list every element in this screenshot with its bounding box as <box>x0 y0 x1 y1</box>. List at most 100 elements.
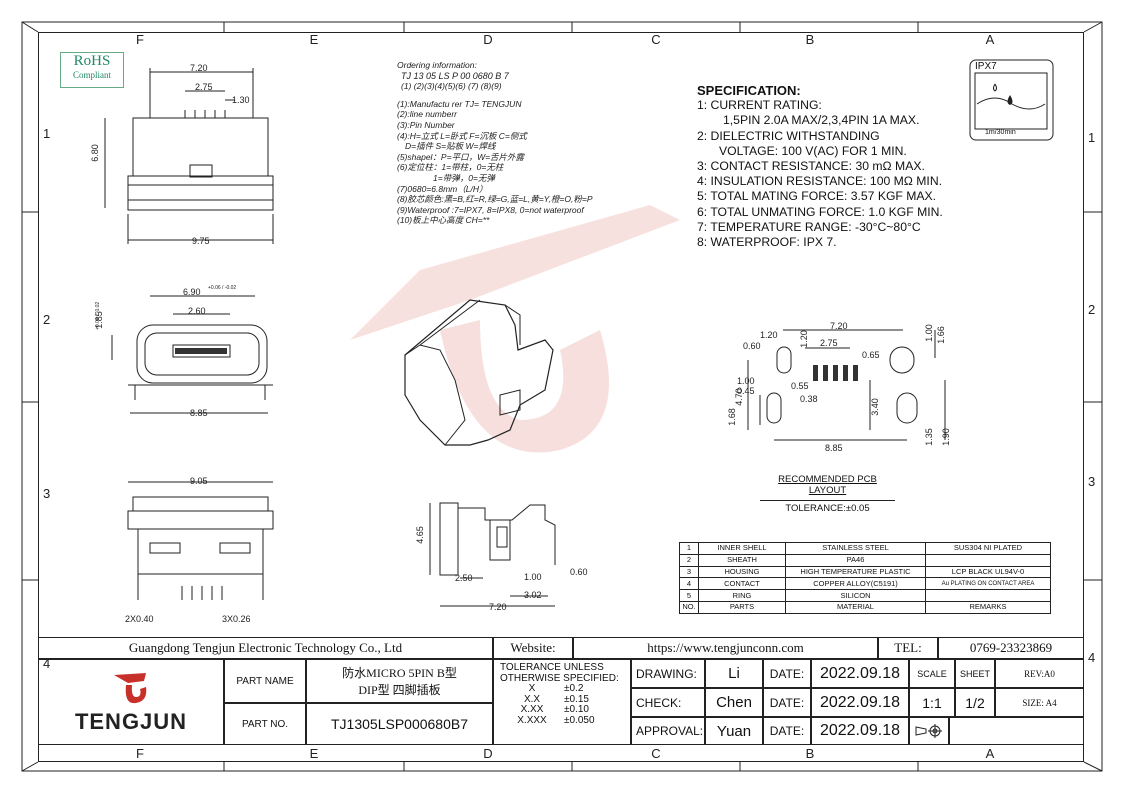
zone-top-b: B <box>805 32 815 47</box>
zone-top-f: F <box>136 32 144 47</box>
table-row: 5 RING SILICON <box>679 589 1051 602</box>
table-row: 1 INNER SHELL STAINLESS STEEL SUS304 NI … <box>679 542 1051 555</box>
paper-size: SIZE: A4 <box>995 688 1084 717</box>
projection-symbol <box>909 717 949 745</box>
dim-260: 2.60 <box>188 306 206 316</box>
dim-720-top: 7.20 <box>190 63 208 73</box>
ordering-line: (6)定位柱：1=带柱，0=无柱 <box>397 162 504 173</box>
check-label: CHECK: <box>631 688 705 717</box>
company-name: Guangdong Tengjun Electronic Technology … <box>38 637 493 659</box>
ordering-spacer <box>397 92 687 99</box>
dim-2x040: 2X0.40 <box>125 614 154 624</box>
zone-left-1: 1 <box>43 126 51 141</box>
tol-row: X.XXX ±0.050 <box>500 714 595 727</box>
tol-row: X±0.2 <box>500 683 584 695</box>
pcb-dim-190: 1.90 <box>940 428 951 446</box>
mat-no: 3 <box>679 565 699 579</box>
pcb-dim-470: 4.70 <box>733 388 744 406</box>
mat-material: STAINLESS STEEL <box>785 542 926 555</box>
tolerance-block: TOLERANCE UNLESS OTHERWISE SPECIFIED: X±… <box>493 659 631 745</box>
part-name-line1: 防水MICRO 5PIN B型 <box>342 666 457 680</box>
company-logo: TENGJUN <box>38 659 224 745</box>
tel-number: 0769-23323869 <box>938 637 1084 659</box>
zone-right-1: 1 <box>1088 130 1096 145</box>
tol-key: X.XXX <box>517 714 547 726</box>
part-no-label: PART NO. <box>224 703 306 745</box>
mat-material: HIGH TEMPERATURE PLASTIC <box>785 565 926 579</box>
mat-header-remarks: REMARKS <box>925 600 1051 614</box>
drawing-label: DRAWING: <box>631 659 705 688</box>
dim-885-front: 8.85 <box>190 408 208 418</box>
table-row: 4 CONTACT COPPER ALLOY(C5191) Au PLATING… <box>679 577 1051 591</box>
dim-3x026: 3X0.26 <box>222 614 251 624</box>
zone-top-a: A <box>985 32 995 47</box>
zone-bottom-a: A <box>985 746 995 761</box>
ordering-line: (9)Waterproof :7=IPX7, 8=IPX8, 0=not wat… <box>397 204 584 215</box>
dim-975: 9.75 <box>192 236 210 246</box>
mat-part: CONTACT <box>698 577 786 591</box>
dim-690-tol: +0.06 / -0.02 <box>208 285 237 291</box>
tol-line2: OTHERWISE SPECIFIED: <box>500 672 619 684</box>
dim-250: 2.50 <box>455 573 473 583</box>
approval-label: APPROVAL: <box>631 717 705 745</box>
tengjun-logo-icon <box>114 673 147 704</box>
mat-remark: LCP BLACK UL94V-0 <box>925 565 1051 579</box>
ordering-line: (7)0680=6.8mm（L/H） <box>397 183 488 194</box>
pcb-dim-065: 0.65 <box>862 350 880 360</box>
sheet-value: 1/2 <box>955 688 995 717</box>
pcb-tolerance: TOLERANCE:±0.05 <box>760 500 895 514</box>
drawing-date: 2022.09.18 <box>811 659 909 688</box>
mat-header-material: MATERIAL <box>785 600 926 614</box>
drawing-name: Li <box>705 659 763 688</box>
third-angle-projection-icon <box>915 724 942 738</box>
zone-top-e: E <box>309 32 319 47</box>
spec-line: 5: TOTAL MATING FORCE: 3.57 KGF MAX. <box>697 189 937 204</box>
mat-part: RING <box>698 589 786 602</box>
dim-690: 6.90 <box>183 287 201 297</box>
dim-185-tol: +0.04 / -0.02 <box>95 301 101 330</box>
tel-label: TEL: <box>878 637 938 659</box>
part-name: 防水MICRO 5PIN B型 DIP型 四脚插板 <box>306 659 493 703</box>
dim-060-side: 0.60 <box>570 567 588 577</box>
pcb-dim-885: 8.85 <box>825 443 843 453</box>
date-label: DATE: <box>763 659 811 688</box>
pcb-dim-100b: 1.00 <box>737 376 755 386</box>
zone-bottom-f: F <box>136 746 144 761</box>
part-number: TJ1305LSP000680B7 <box>306 703 493 745</box>
rohs-title: RoHS <box>73 53 111 69</box>
dim-302: 3.02 <box>524 590 542 600</box>
sheet-label: SHEET <box>955 659 995 688</box>
mat-remark: SUS304 NI PLATED <box>925 542 1051 555</box>
zone-bottom-b: B <box>805 746 815 761</box>
zone-bottom-e: E <box>309 746 319 761</box>
table-row: 2 SHEATH PA46 <box>679 553 1051 567</box>
ordering-line: (8)胶芯颜色:黑=B,红=R,绿=G,蓝=L,黄=Y,橙=O,粉=P <box>397 194 593 205</box>
tol-key: X.XX <box>520 704 544 715</box>
zone-right-2: 2 <box>1088 302 1096 317</box>
website-url: https://www.tengjunconn.com <box>573 637 878 659</box>
check-date: 2022.09.18 <box>811 688 909 717</box>
mat-header-no: NO. <box>679 600 699 614</box>
tol-key: X <box>528 683 536 694</box>
tol-val: ±0.15 <box>564 693 589 705</box>
mat-no: 5 <box>679 589 699 602</box>
part-name-label: PART NAME <box>224 659 306 703</box>
ordering-line: TJ 13 05 LS P 00 0680 B 7 <box>401 70 509 81</box>
tol-val: ±0.050 <box>564 714 595 726</box>
mat-no: 2 <box>679 553 699 567</box>
website-label: Website: <box>493 637 573 659</box>
spec-line: 3: CONTACT RESISTANCE: 30 mΩ MAX. <box>697 159 925 174</box>
zone-left-2: 2 <box>43 312 51 327</box>
pcb-dim-275: 2.75 <box>820 338 838 348</box>
dim-275-top: 2.75 <box>195 82 213 92</box>
spec-line: 6: TOTAL UNMATING FORCE: 1.0 KGF MIN. <box>697 204 943 219</box>
ordering-line: (1):Manufactu rer TJ= TENGJUN <box>397 98 522 109</box>
pcb-dim-135: 1.35 <box>923 428 934 446</box>
table-header: NO. PARTS MATERIAL REMARKS <box>679 600 1051 614</box>
tol-row: X.X±0.15 <box>500 693 589 706</box>
pcb-dim-120: 1.20 <box>760 330 778 340</box>
dim-465: 4.65 <box>414 526 425 544</box>
ordering-info: Ordering information: TJ 13 05 LS P 00 0… <box>397 60 687 226</box>
